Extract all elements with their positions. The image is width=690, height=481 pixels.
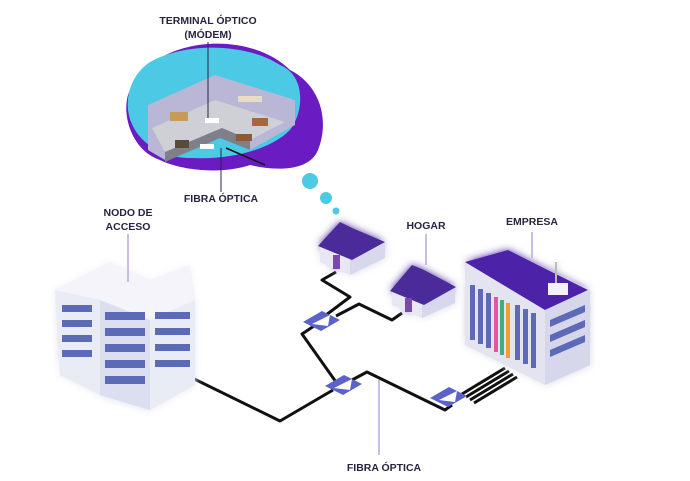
home-interior-cloud (126, 42, 323, 192)
nodo-acceso-label: NODO DE ACCESO (103, 206, 152, 234)
thought-dot (332, 207, 340, 215)
house-1 (318, 222, 385, 275)
hogar-label: HOGAR (406, 220, 446, 232)
thought-dot (302, 173, 318, 189)
terminal-optico-label: TERMINAL ÓPTICO (MÓDEM) (159, 14, 256, 42)
splitter-1 (303, 311, 340, 331)
nodo-label-line1: NODO DE (103, 207, 153, 219)
splitter-2 (325, 375, 362, 395)
nodo-label-line2: ACCESO (105, 221, 151, 233)
fibra-optica-bottom-label: FIBRA ÓPTICA (346, 462, 422, 474)
terminal-label-line1: TERMINAL ÓPTICO (159, 15, 257, 27)
empresa-label: EMPRESA (506, 216, 558, 228)
thought-dot (320, 192, 332, 204)
empresa-building (465, 250, 590, 385)
terminal-label-line2: (MÓDEM) (184, 29, 232, 41)
splitter-3 (430, 387, 467, 407)
house-2 (390, 265, 456, 318)
fiber-lines (179, 270, 518, 423)
access-node-building (55, 262, 195, 410)
fibra-optica-top-label: FIBRA ÓPTICA (183, 193, 259, 205)
